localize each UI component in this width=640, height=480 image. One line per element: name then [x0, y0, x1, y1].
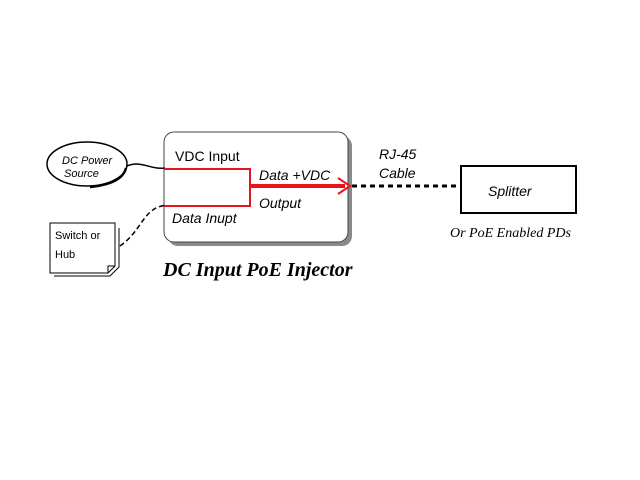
diagram-title: DC Input PoE Injector [163, 259, 353, 281]
power-source-shadow [89, 167, 128, 189]
switch-box-shadow [54, 228, 120, 277]
switch-box [49, 222, 116, 274]
red-wiring [164, 168, 352, 207]
data-wire [119, 204, 167, 247]
splitter-box [460, 165, 577, 214]
cable-label-2: Cable [379, 165, 416, 181]
cable-label-1: RJ-45 [379, 146, 417, 162]
vdc-input-label: VDC Input [175, 148, 240, 164]
splitter-label: Splitter [488, 183, 532, 199]
switch-label-1: Switch or [55, 230, 101, 242]
power-wire [126, 163, 166, 169]
power-source-ellipse [46, 141, 128, 187]
data-input-label: Data Inupt [172, 210, 237, 226]
power-source-label-2: Source [64, 168, 99, 180]
switch-label-2: Hub [55, 249, 76, 261]
data-vdc-label: Data +VDC [259, 167, 331, 183]
splitter-caption: Or PoE Enabled PDs [450, 226, 571, 241]
power-source-label-1: DC Power [62, 155, 113, 167]
switch-box-fold [107, 265, 115, 273]
output-label: Output [259, 195, 302, 211]
